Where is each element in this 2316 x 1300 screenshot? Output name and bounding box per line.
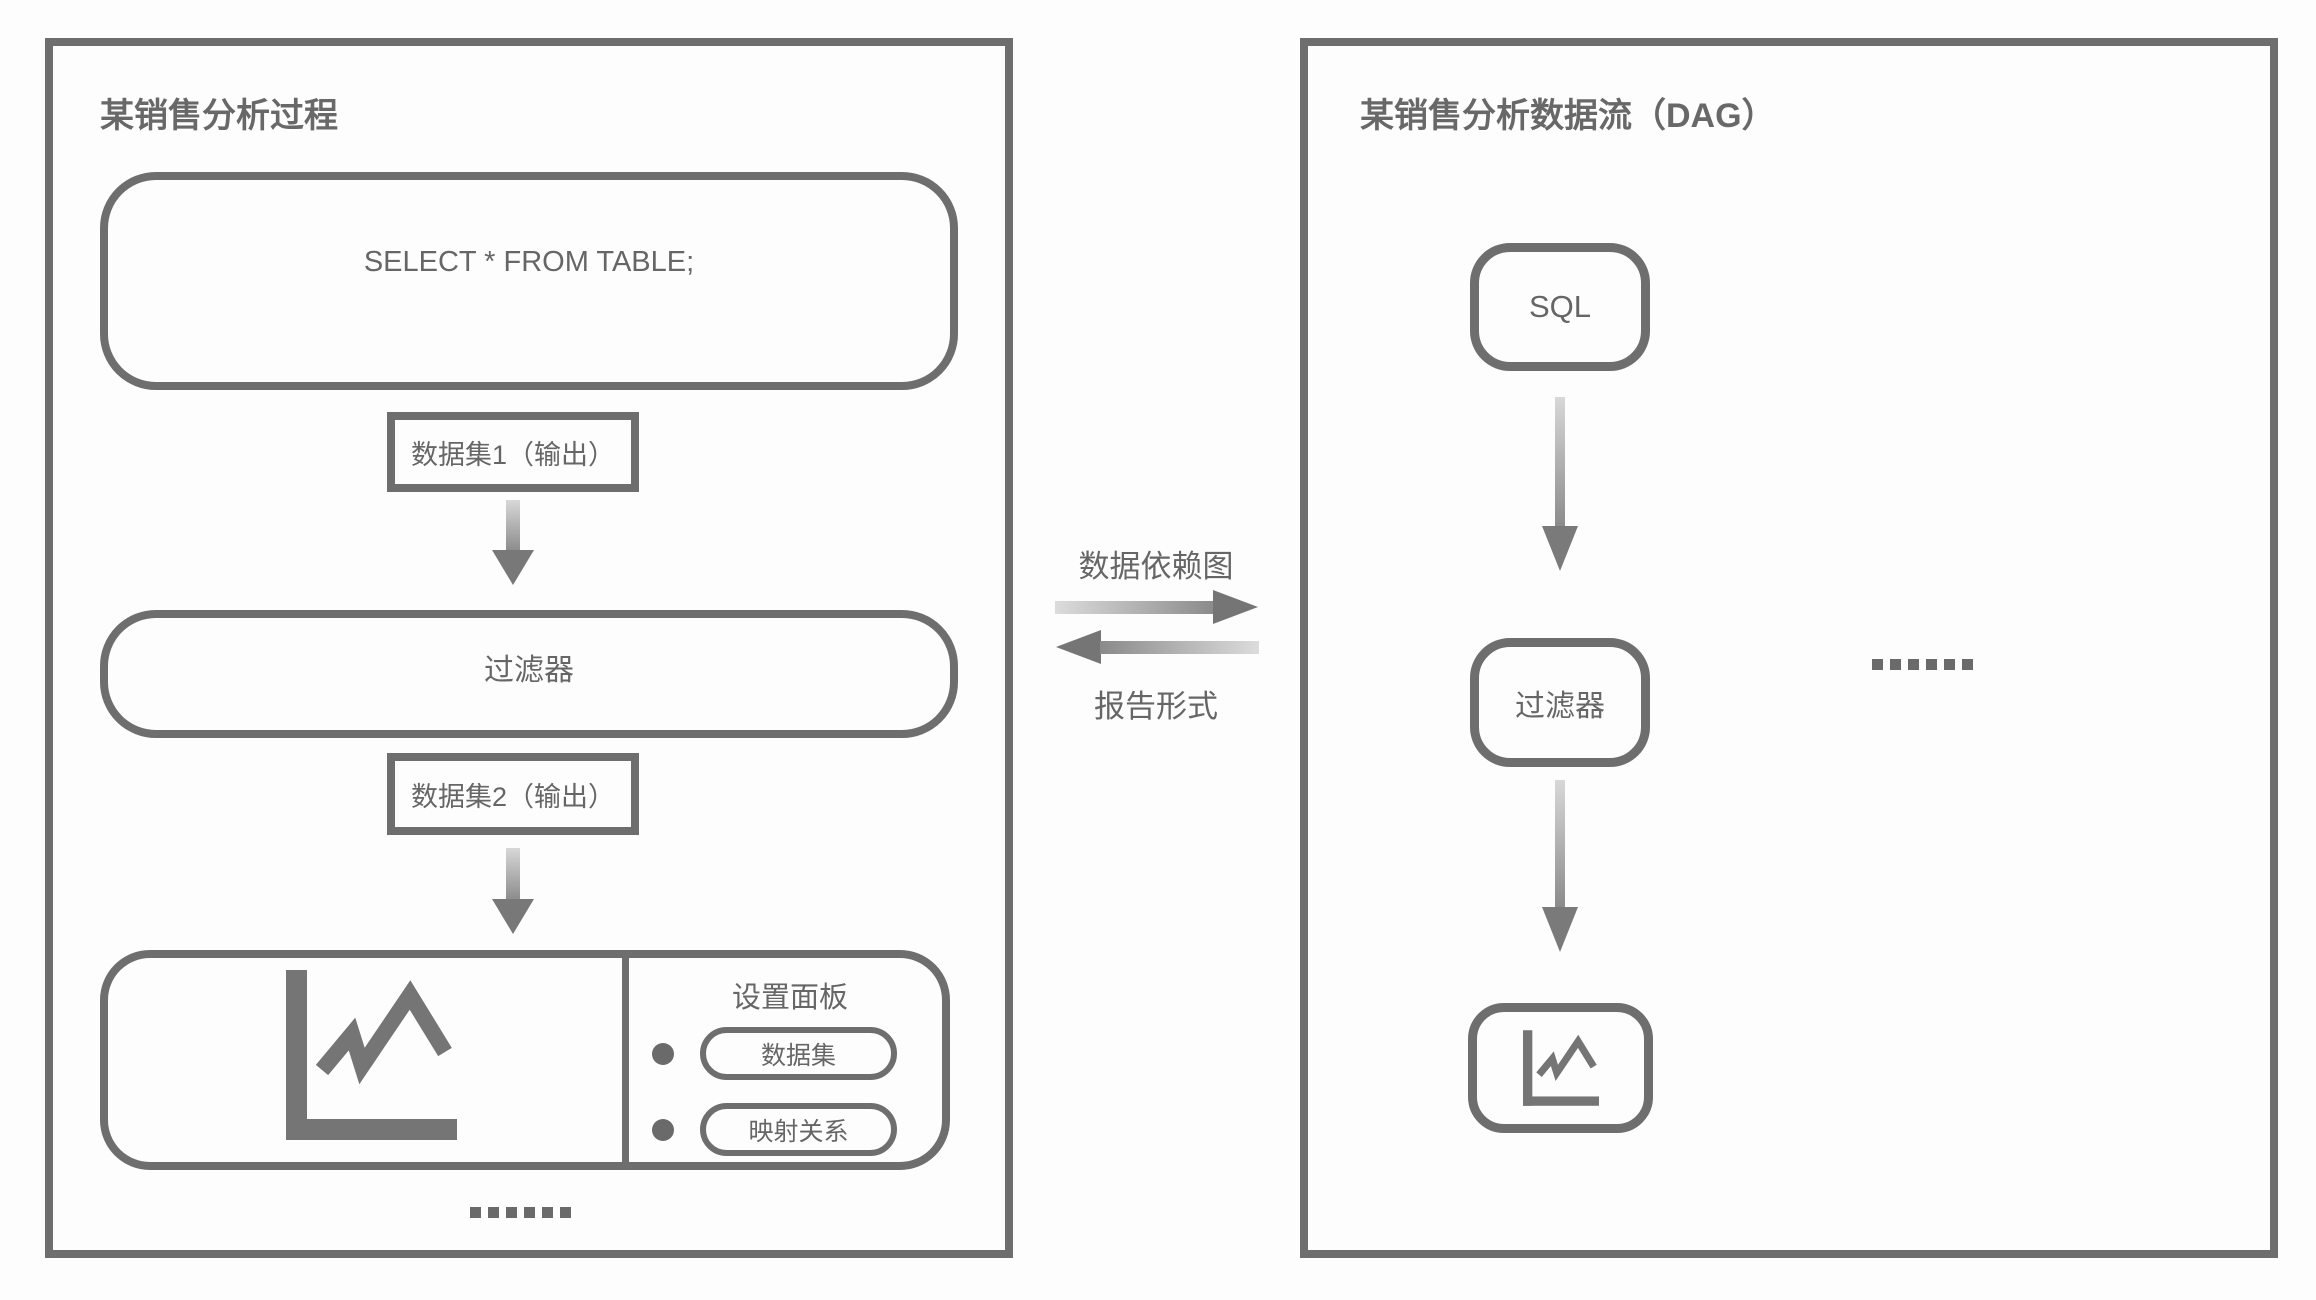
dag-panel-title: 某销售分析数据流（DAG） (1360, 97, 1776, 135)
dataset2-node: 数据集2（输出） (387, 753, 639, 835)
dag-sql-node: SQL (1470, 243, 1650, 371)
ellipsis-dots (1872, 659, 1973, 670)
line-chart-icon (1522, 1030, 1599, 1106)
dag-chart-node (1468, 1003, 1653, 1133)
sql-query-node: SELECT * FROM TABLE; (100, 172, 958, 390)
settings-item-mapping: 映射关系 (700, 1103, 897, 1156)
chart-node-divider (622, 950, 629, 1170)
dag-filter-node: 过滤器 (1470, 638, 1650, 767)
bullet-icon (652, 1119, 674, 1141)
dag-filter-label: 过滤器 (1515, 689, 1605, 723)
settings-item-dataset: 数据集 (700, 1027, 897, 1080)
process-panel (45, 38, 1013, 1258)
filter-label: 过滤器 (484, 654, 574, 687)
dataset2-label: 数据集2（输出） (410, 781, 616, 812)
sql-query-text: SELECT * FROM TABLE; (363, 245, 695, 278)
dataset1-label: 数据集1（输出） (410, 439, 616, 470)
down-arrow-icon (491, 500, 535, 586)
down-arrow-icon (1542, 397, 1578, 572)
filter-node: 过滤器 (100, 610, 958, 738)
line-chart-icon (286, 970, 457, 1140)
down-arrow-icon (491, 848, 535, 935)
right-arrow-icon (1055, 590, 1258, 624)
settings-panel-title: 设置面板 (731, 982, 848, 1014)
bullet-icon (652, 1043, 674, 1065)
dag-panel (1300, 38, 2278, 1258)
settings-item-dataset-label: 数据集 (760, 1041, 836, 1070)
settings-item-mapping-label: 映射关系 (748, 1117, 849, 1146)
dag-sql-label: SQL (1528, 289, 1592, 324)
ellipsis-dots (470, 1207, 571, 1218)
left-arrow-icon (1056, 630, 1259, 664)
dataset1-node: 数据集1（输出） (387, 412, 639, 492)
forward-arrow-label: 数据依赖图 (1078, 549, 1234, 584)
backward-arrow-label: 报告形式 (1094, 689, 1218, 724)
process-panel-title: 某销售分析过程 (100, 97, 338, 135)
down-arrow-icon (1542, 780, 1578, 953)
